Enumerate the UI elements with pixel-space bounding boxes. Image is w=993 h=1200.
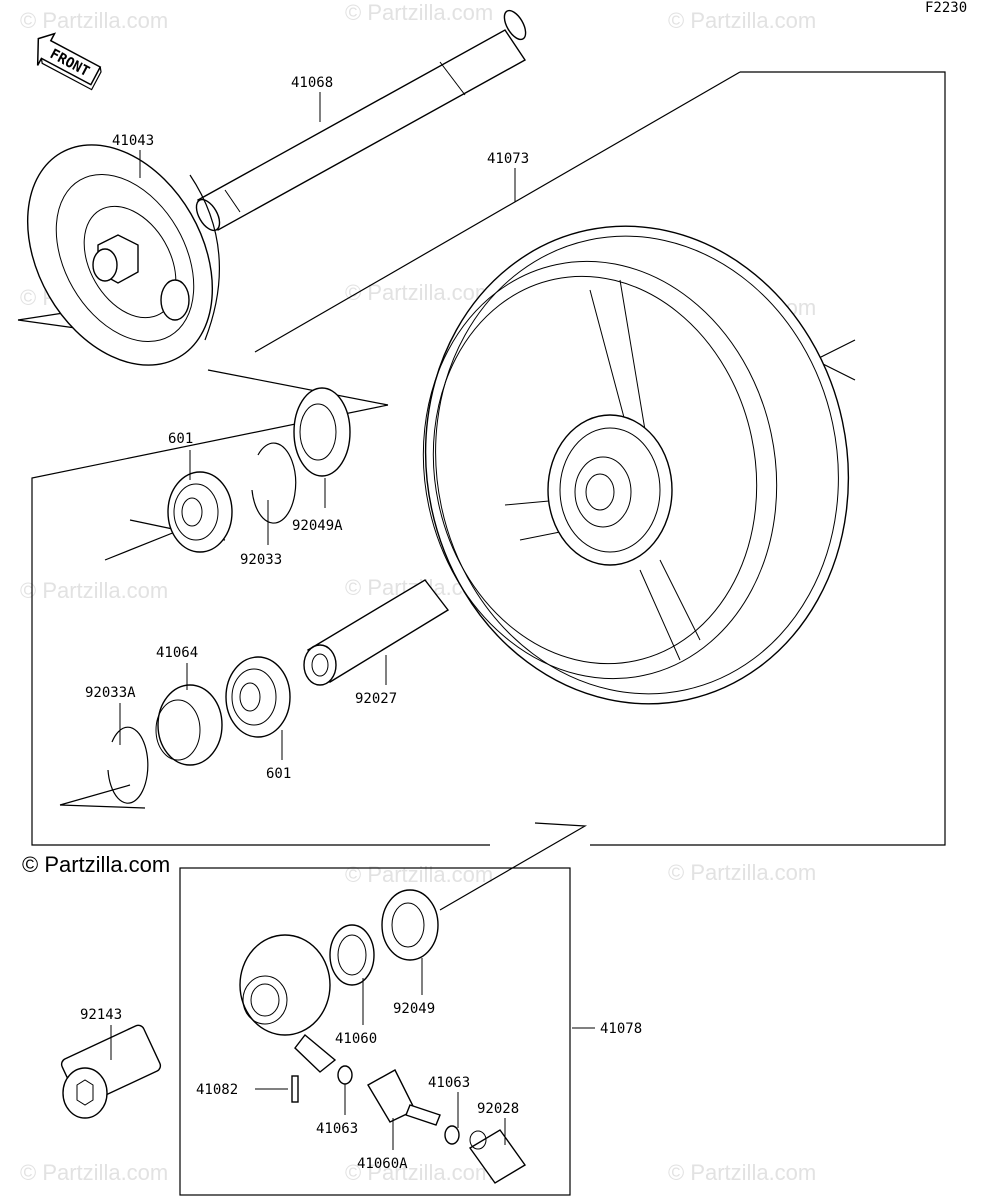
part-label-92033A: 92033A <box>85 685 136 701</box>
watermark: © Partzilla.com <box>345 862 493 887</box>
circlip-92033 <box>251 442 297 524</box>
pinion-41060A <box>367 1069 441 1126</box>
part-label-92027: 92027 <box>355 691 397 707</box>
watermark: © Partzilla.com <box>345 280 493 305</box>
part-label-92049: 92049 <box>393 1001 435 1017</box>
watermark: © Partzilla.com <box>668 860 816 885</box>
part-label-41068: 41068 <box>291 75 333 91</box>
wheel-41073 <box>422 225 850 705</box>
figure-id: F2230 <box>925 0 967 16</box>
seal-92049A <box>293 387 351 477</box>
axle-41068 <box>195 9 527 232</box>
bushing-92028 <box>468 1129 527 1184</box>
spacer-92027 <box>303 579 450 686</box>
collar-41043 <box>26 144 220 366</box>
pin-41082 <box>291 1075 299 1103</box>
watermark: © Partzilla.com <box>668 1160 816 1185</box>
watermark: © Partzilla.com <box>345 1160 493 1185</box>
watermark: © Partzilla.com <box>20 578 168 603</box>
part-label-41063-left: 41063 <box>316 1121 358 1137</box>
seal-92049 <box>381 889 439 961</box>
leader-lines <box>110 92 595 1150</box>
front-arrow-icon: FRONT <box>36 32 102 91</box>
washer-41063-right <box>444 1125 460 1145</box>
part-label-41082: 41082 <box>196 1082 238 1098</box>
gearbox-box <box>179 867 571 1196</box>
part-label-41060A: 41060A <box>357 1156 408 1172</box>
watermark: © Partzilla.com <box>345 0 493 25</box>
gear-41060 <box>329 924 375 986</box>
circlip-92033A <box>107 726 149 804</box>
watermark: © Partzilla.com <box>20 8 168 33</box>
part-label-41064: 41064 <box>156 645 198 661</box>
bearing-601-top <box>167 471 233 553</box>
collar-41064 <box>155 684 223 766</box>
part-label-41063-right: 41063 <box>428 1075 470 1091</box>
part-label-41043: 41043 <box>112 133 154 149</box>
part-label-601-top: 601 <box>168 431 193 447</box>
part-label-41073: 41073 <box>487 151 529 167</box>
part-label-92033: 92033 <box>240 552 282 568</box>
watermark: © Partzilla.com <box>668 8 816 33</box>
bushing-92143 <box>60 1024 162 1119</box>
part-label-41078: 41078 <box>600 1021 642 1037</box>
bearing-601-bottom <box>225 656 291 738</box>
part-label-601-bottom: 601 <box>266 766 291 782</box>
copyright-text: © Partzilla.com <box>22 852 170 877</box>
gear-housing <box>239 934 337 1073</box>
watermark: © Partzilla.com <box>20 1160 168 1185</box>
part-label-92143: 92143 <box>80 1007 122 1023</box>
part-label-92049A: 92049A <box>292 518 343 534</box>
part-label-41060: 41060 <box>335 1031 377 1047</box>
washer-41063-left <box>337 1065 353 1085</box>
part-label-92028: 92028 <box>477 1101 519 1117</box>
